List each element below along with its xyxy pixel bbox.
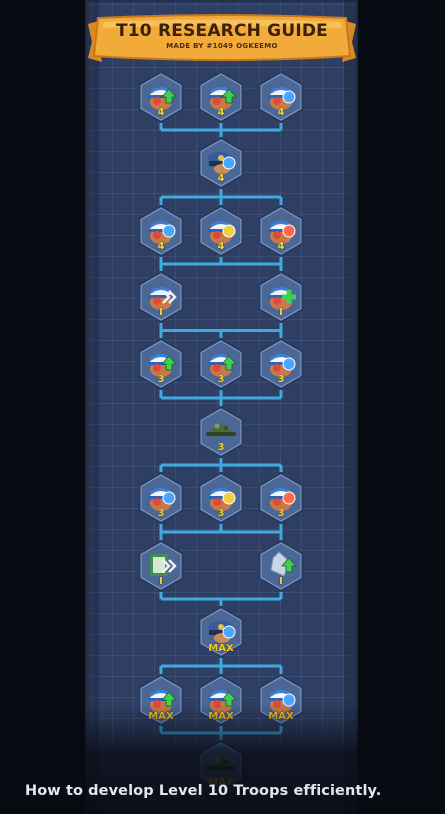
arrow-up-badge-icon <box>161 355 177 371</box>
node-level-label: 3 <box>218 508 225 519</box>
connector-0 <box>159 123 283 137</box>
shield-badge-icon <box>222 156 236 170</box>
march-speed-book-icon <box>150 554 168 576</box>
infantry-helmet-health-node[interactable]: 4 <box>258 71 304 123</box>
infantry-helmet-defense-node[interactable]: 3 <box>198 338 244 390</box>
shield-badge-icon <box>282 357 296 371</box>
infantry-helmet-shield-node[interactable]: 3 <box>138 472 184 524</box>
node-level-label: I <box>279 576 283 587</box>
infantry-helmet-fire-node[interactable]: 3 <box>258 472 304 524</box>
shield-badge-icon <box>162 491 176 505</box>
officer-cap-node[interactable]: MAX <box>198 606 244 658</box>
banner-title: T10 RESEARCH GUIDE <box>115 21 328 41</box>
node-level-label: MAX <box>208 643 234 654</box>
infantry-helmet-attack-node[interactable]: 3 <box>138 338 184 390</box>
node-level-label: 3 <box>278 374 285 385</box>
helmet-heal-node[interactable]: I <box>258 271 304 323</box>
node-level-label: 3 <box>278 508 285 519</box>
node-level-label: 4 <box>158 107 165 118</box>
banner-ribbon-icon <box>88 14 356 62</box>
node-level-label: 4 <box>158 241 165 252</box>
troop-camouflage-helmet-icon <box>206 423 236 436</box>
node-level-label: 4 <box>278 107 285 118</box>
connector-6 <box>159 524 283 540</box>
sword-badge-icon <box>222 224 236 238</box>
infantry-helmet-health-node[interactable]: 3 <box>258 338 304 390</box>
left-letterbox <box>0 0 85 814</box>
connector-4 <box>159 390 283 406</box>
node-level-label: I <box>159 307 163 318</box>
board-edge-right <box>344 0 358 814</box>
helmet-speed-icon <box>148 287 174 310</box>
infantry-helmet-sword-node[interactable]: 3 <box>198 472 244 524</box>
board-edge-left <box>85 0 99 814</box>
connector-5 <box>159 458 283 472</box>
sword-badge-icon <box>222 491 236 505</box>
connector-3 <box>159 323 283 338</box>
node-level-label: 4 <box>218 107 225 118</box>
node-level-label: 4 <box>278 241 285 252</box>
shield-badge-icon <box>162 224 176 238</box>
node-level-label: 3 <box>218 442 225 453</box>
tree-nodes: 4444444II3333333IIMAXMAXMAXMAXMAX <box>138 71 304 792</box>
connector-1 <box>159 189 283 205</box>
connector-7 <box>159 592 283 606</box>
connector-8 <box>159 658 283 674</box>
node-level-label: 3 <box>158 508 165 519</box>
fire-badge-icon <box>282 491 296 505</box>
chevrons-badge-icon <box>162 290 177 304</box>
connector-2 <box>159 257 283 271</box>
infantry-helmet-sword-icon <box>208 488 234 511</box>
node-level-label: I <box>159 576 163 587</box>
video-caption: How to develop Level 10 Troops efficient… <box>25 783 382 799</box>
arrow-up-badge-icon <box>221 88 237 104</box>
arrow-up-badge-icon <box>161 88 177 104</box>
infantry-helmet-shield-node[interactable]: 4 <box>138 205 184 257</box>
arrow-up-badge-icon <box>281 557 297 573</box>
infantry-helmet-fire-node[interactable]: 4 <box>258 205 304 257</box>
node-level-label: 4 <box>218 173 225 184</box>
caption-overlay <box>0 704 445 814</box>
infantry-helmet-sword-node[interactable]: 4 <box>198 205 244 257</box>
crystal-shard-node[interactable]: I <box>258 540 304 592</box>
fire-badge-icon <box>282 224 296 238</box>
infantry-helmet-attack-node[interactable]: 4 <box>138 71 184 123</box>
right-letterbox <box>358 0 445 814</box>
node-level-label: I <box>279 307 283 318</box>
node-level-label: 4 <box>218 241 225 252</box>
shield-badge-icon <box>222 625 236 639</box>
officer-cap-node[interactable]: 4 <box>198 137 244 189</box>
helmet-speed-node[interactable]: I <box>138 271 184 323</box>
troop-camouflage-helmet-node[interactable]: 3 <box>198 406 244 458</box>
banner-subtitle: MADE BY #1049 OGKEEMO <box>166 42 278 50</box>
tree-connectors <box>159 123 283 740</box>
chevrons-badge-icon <box>162 559 177 573</box>
node-level-label: 3 <box>218 374 225 385</box>
march-speed-book-node[interactable]: I <box>138 540 184 592</box>
title-banner: T10 RESEARCH GUIDE MADE BY #1049 OGKEEMO <box>88 12 356 66</box>
plus-badge-icon <box>282 290 296 304</box>
arrow-up-badge-icon <box>221 355 237 371</box>
infantry-helmet-defense-node[interactable]: 4 <box>198 71 244 123</box>
shield-badge-icon <box>282 90 296 104</box>
node-level-label: 3 <box>158 374 165 385</box>
